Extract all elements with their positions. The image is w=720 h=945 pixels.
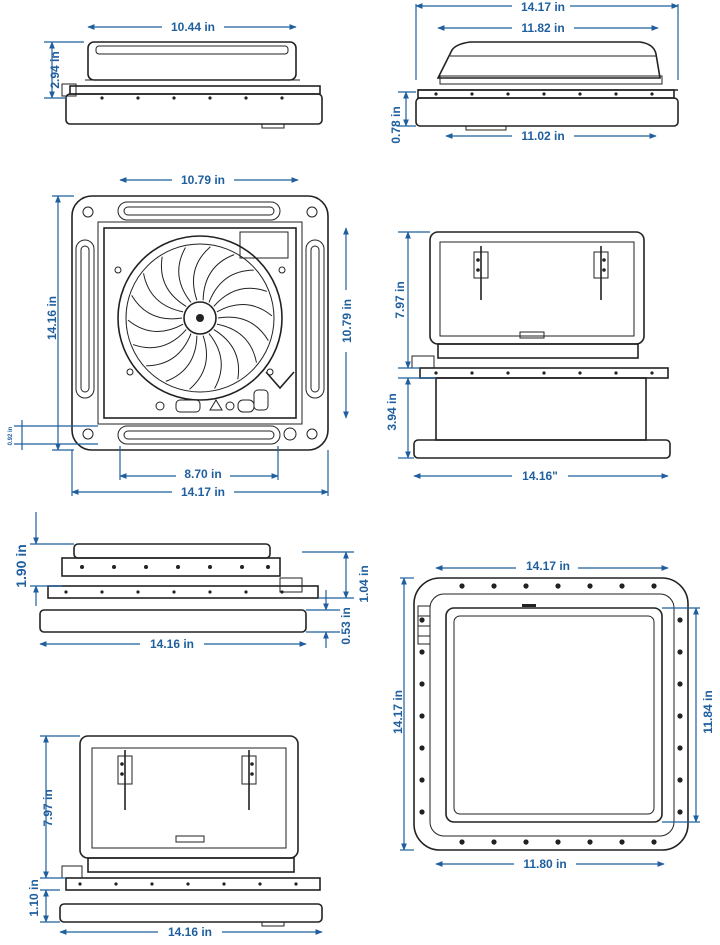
fan-blade (193, 246, 211, 301)
dim-top-side-opening: 10.79 in (340, 299, 354, 343)
side-closed-screws (434, 92, 654, 96)
dim-top-opening: 10.79 in (181, 173, 225, 187)
dim-side-open-lid: 7.97 in (393, 281, 407, 318)
side-closed-view: 14.17 in 11.82 in 11.02 in 0.78 in (389, 0, 679, 144)
fan-blade (208, 269, 254, 303)
dim-bottom-inner-width: 11.80 in (523, 857, 566, 871)
dim-front-low-right-upper: 1.04 in (357, 565, 371, 602)
fan-blade (202, 254, 235, 301)
dim-side-open-width: 14.16" (522, 469, 558, 483)
dim-front-low-right-lower: 0.53 in (339, 607, 353, 644)
front-open-hinge-right (241, 750, 257, 810)
fan-blade (160, 256, 187, 307)
fan-blade (189, 335, 207, 390)
fan-blade (178, 247, 192, 303)
fan-blade (213, 287, 268, 307)
mount-hole (651, 583, 657, 589)
mount-hole (419, 617, 425, 623)
fan-blade (216, 304, 273, 317)
mount-hole (651, 839, 657, 845)
mount-hole (419, 745, 425, 751)
bottom-view-mount-holes (419, 583, 683, 845)
front-low-view: 1.90 in 1.04 in 0.53 in 14.16 in (13, 512, 371, 651)
mount-hole (677, 809, 683, 815)
dim-bottom-outer-height: 14.17 in (391, 690, 405, 734)
mount-hole (677, 777, 683, 783)
mount-hole (677, 713, 683, 719)
fan-blade (217, 316, 269, 341)
dim-side-open-base: 3.94 in (385, 393, 399, 430)
fan-blade (146, 333, 192, 367)
fan-blade (131, 295, 183, 320)
mount-hole (523, 583, 529, 589)
mount-hole (419, 809, 425, 815)
mount-hole (677, 649, 683, 655)
mount-hole (677, 617, 683, 623)
mount-hole (677, 681, 683, 687)
mount-hole (677, 745, 683, 751)
mount-hole (419, 777, 425, 783)
front-closed-screws (100, 96, 284, 100)
dim-bottom-outer-width: 14.17 in (526, 559, 570, 573)
mount-hole (419, 713, 425, 719)
fan-blade (216, 323, 257, 363)
dim-front-closed-height: 2.94 in (48, 51, 62, 88)
mount-hole (459, 839, 465, 845)
dim-front-low-top: 1.90 in (13, 544, 29, 588)
mount-hole (523, 839, 529, 845)
dim-front-open-lid: 7.97 in (41, 789, 55, 826)
mount-hole (459, 583, 465, 589)
dim-front-low-width: 14.16 in (150, 637, 194, 651)
mount-hole (587, 839, 593, 845)
dim-side-closed-inner: 11.82 in (521, 21, 564, 35)
dim-top-outer-width: 14.17 in (181, 485, 225, 499)
bottom-view: 14.17 in 14.17 in 11.84 in 11.80 in (391, 558, 715, 871)
dim-front-open-width: 14.16 in (168, 925, 212, 939)
fan-blade (127, 319, 184, 332)
mount-hole (587, 583, 593, 589)
fan-blade (165, 335, 198, 382)
front-open-screws (78, 882, 298, 886)
mount-hole (491, 583, 497, 589)
dim-top-outer-height: 14.16 in (45, 296, 59, 340)
fan-blade (208, 333, 222, 389)
dim-front-closed-width: 10.44 in (171, 20, 215, 34)
dim-bottom-inner-height: 11.84 in (701, 690, 715, 733)
side-open-view: 7.97 in 3.94 in 14.16" (385, 231, 671, 483)
front-open-view: 7.97 in 1.10 in 14.16 in (27, 735, 323, 939)
side-open-hinge-right (593, 246, 609, 300)
top-view-fan: 10.79 in 14.16 in 10.79 in 0.92 in 8.70 … (8, 172, 354, 499)
side-open-screws (434, 371, 654, 375)
fan-blade (213, 329, 240, 380)
dim-top-bottom-opening: 8.70 in (184, 467, 221, 481)
mount-hole (419, 681, 425, 687)
front-closed-view: 10.44 in 2.94 in (44, 18, 323, 129)
front-low-screws-flange (64, 590, 284, 594)
dim-side-closed-overall: 14.17 in (521, 0, 565, 14)
front-open-hinge-left (117, 750, 133, 810)
fan-blades (127, 246, 273, 390)
mount-hole (555, 839, 561, 845)
mount-hole (419, 649, 425, 655)
dim-front-open-base: 1.10 in (27, 879, 41, 916)
dim-side-closed-flange: 0.78 in (389, 106, 403, 143)
mount-hole (619, 839, 625, 845)
mount-hole (491, 839, 497, 845)
fan-blade (132, 329, 187, 349)
dim-side-closed-base: 11.02 in (521, 129, 564, 143)
side-open-hinge-left (473, 246, 489, 300)
fan-blade (143, 273, 184, 313)
mount-hole (619, 583, 625, 589)
mount-hole (555, 583, 561, 589)
dim-top-small-offset: 0.92 in (8, 426, 14, 445)
front-low-screws-top (80, 565, 270, 569)
